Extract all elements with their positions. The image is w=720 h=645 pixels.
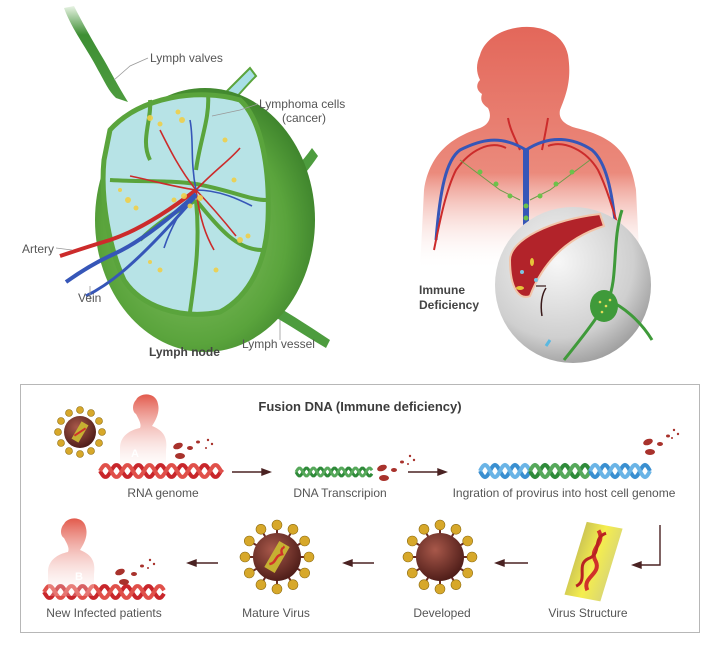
virus-spike (406, 567, 418, 579)
virus-spike (287, 579, 299, 591)
virus-spike (466, 551, 478, 563)
lymph-node-title: Lymph node (149, 345, 220, 359)
person-b-silhouette (48, 518, 95, 596)
virus-icon-small (54, 406, 106, 458)
leader-lymphoma (211, 103, 259, 117)
arrow-rna-to-dna (232, 467, 272, 477)
blood-cells-3 (643, 428, 680, 455)
virus-spike (450, 579, 462, 591)
dna-helix-integration-green (528, 462, 592, 480)
arrow-developed-to-mature (342, 558, 374, 568)
panel-title: Fusion DNA (Immune deficiency) (258, 399, 462, 414)
afferent-vessel (64, 6, 128, 102)
virus-spike (299, 535, 311, 547)
label-lymphoma-cells: Lymphoma cells (259, 97, 346, 111)
virus-spike (287, 523, 299, 535)
step-label-integration: Ingration of provirus into host cell gen… (452, 486, 676, 500)
dna-helix-integration-blue-right (588, 462, 652, 480)
blood-vessel-magnified (508, 212, 606, 298)
virus-spike (434, 583, 446, 595)
virus-developed (402, 519, 478, 595)
virus-spike (462, 567, 474, 579)
step-label-virus-structure: Virus Structure (548, 606, 628, 620)
blood-cells-1 (173, 438, 214, 459)
leader-artery (55, 247, 73, 251)
virus-spike (243, 567, 255, 579)
label-lymph-vessel: Lymph vessel (242, 337, 315, 351)
virus-spike (271, 583, 283, 595)
marker-b: B (75, 571, 83, 583)
virus-structure-capsid (564, 521, 623, 602)
step-label-rna-genome: RNA genome (127, 486, 199, 500)
vein (64, 192, 198, 284)
virus-spike (450, 523, 462, 535)
virus-spike (303, 551, 315, 563)
label-lymphoma-cancer: (cancer) (282, 111, 327, 125)
artery (59, 188, 198, 258)
immune-deficiency-label-line2: Deficiency (419, 298, 480, 312)
virus-spike (418, 579, 430, 591)
label-lymph-valves: Lymph valves (150, 51, 223, 65)
blood-cells-2 (377, 454, 416, 481)
dna-helix-integration-blue-left (478, 462, 532, 480)
lymph-node-illustration (55, 6, 330, 352)
step-label-new-infected: New Infected patients (46, 606, 162, 620)
label-artery: Artery (22, 242, 55, 256)
leader-lymph-valves (113, 57, 149, 81)
person-a-silhouette (120, 394, 167, 470)
immune-deficiency-label-line1: Immune (419, 283, 466, 297)
virus-spike (239, 551, 251, 563)
virus-spike (255, 579, 267, 591)
marker-a: A (131, 448, 139, 460)
virus-spike (434, 519, 446, 531)
virus-spike (255, 523, 267, 535)
label-vein: Vein (78, 291, 102, 305)
virus-spike (402, 551, 414, 563)
dna-helix-rna-genome (98, 463, 224, 479)
dna-helix-transcription (294, 466, 374, 478)
arrow-mature-to-new-patients (186, 558, 218, 568)
virus-spike (462, 535, 474, 547)
virus-spike (406, 535, 418, 547)
virus-spike (418, 523, 430, 535)
arrow-structure-to-developed (494, 558, 528, 568)
virus-spike (271, 519, 283, 531)
lymph-node-magnified (590, 290, 618, 322)
virus-mature (239, 519, 315, 595)
human-body-illustration (420, 26, 654, 363)
step-label-developed: Developed (413, 606, 471, 620)
virus-spike (243, 535, 255, 547)
blood-cells-b (115, 558, 156, 585)
step-label-mature-virus: Mature Virus (242, 606, 310, 620)
arrow-dna-to-integration (408, 467, 448, 477)
step-label-dna-transcription: DNA Transcripion (293, 486, 387, 500)
virus-spike (299, 567, 311, 579)
arrow-integration-to-structure (631, 525, 661, 570)
